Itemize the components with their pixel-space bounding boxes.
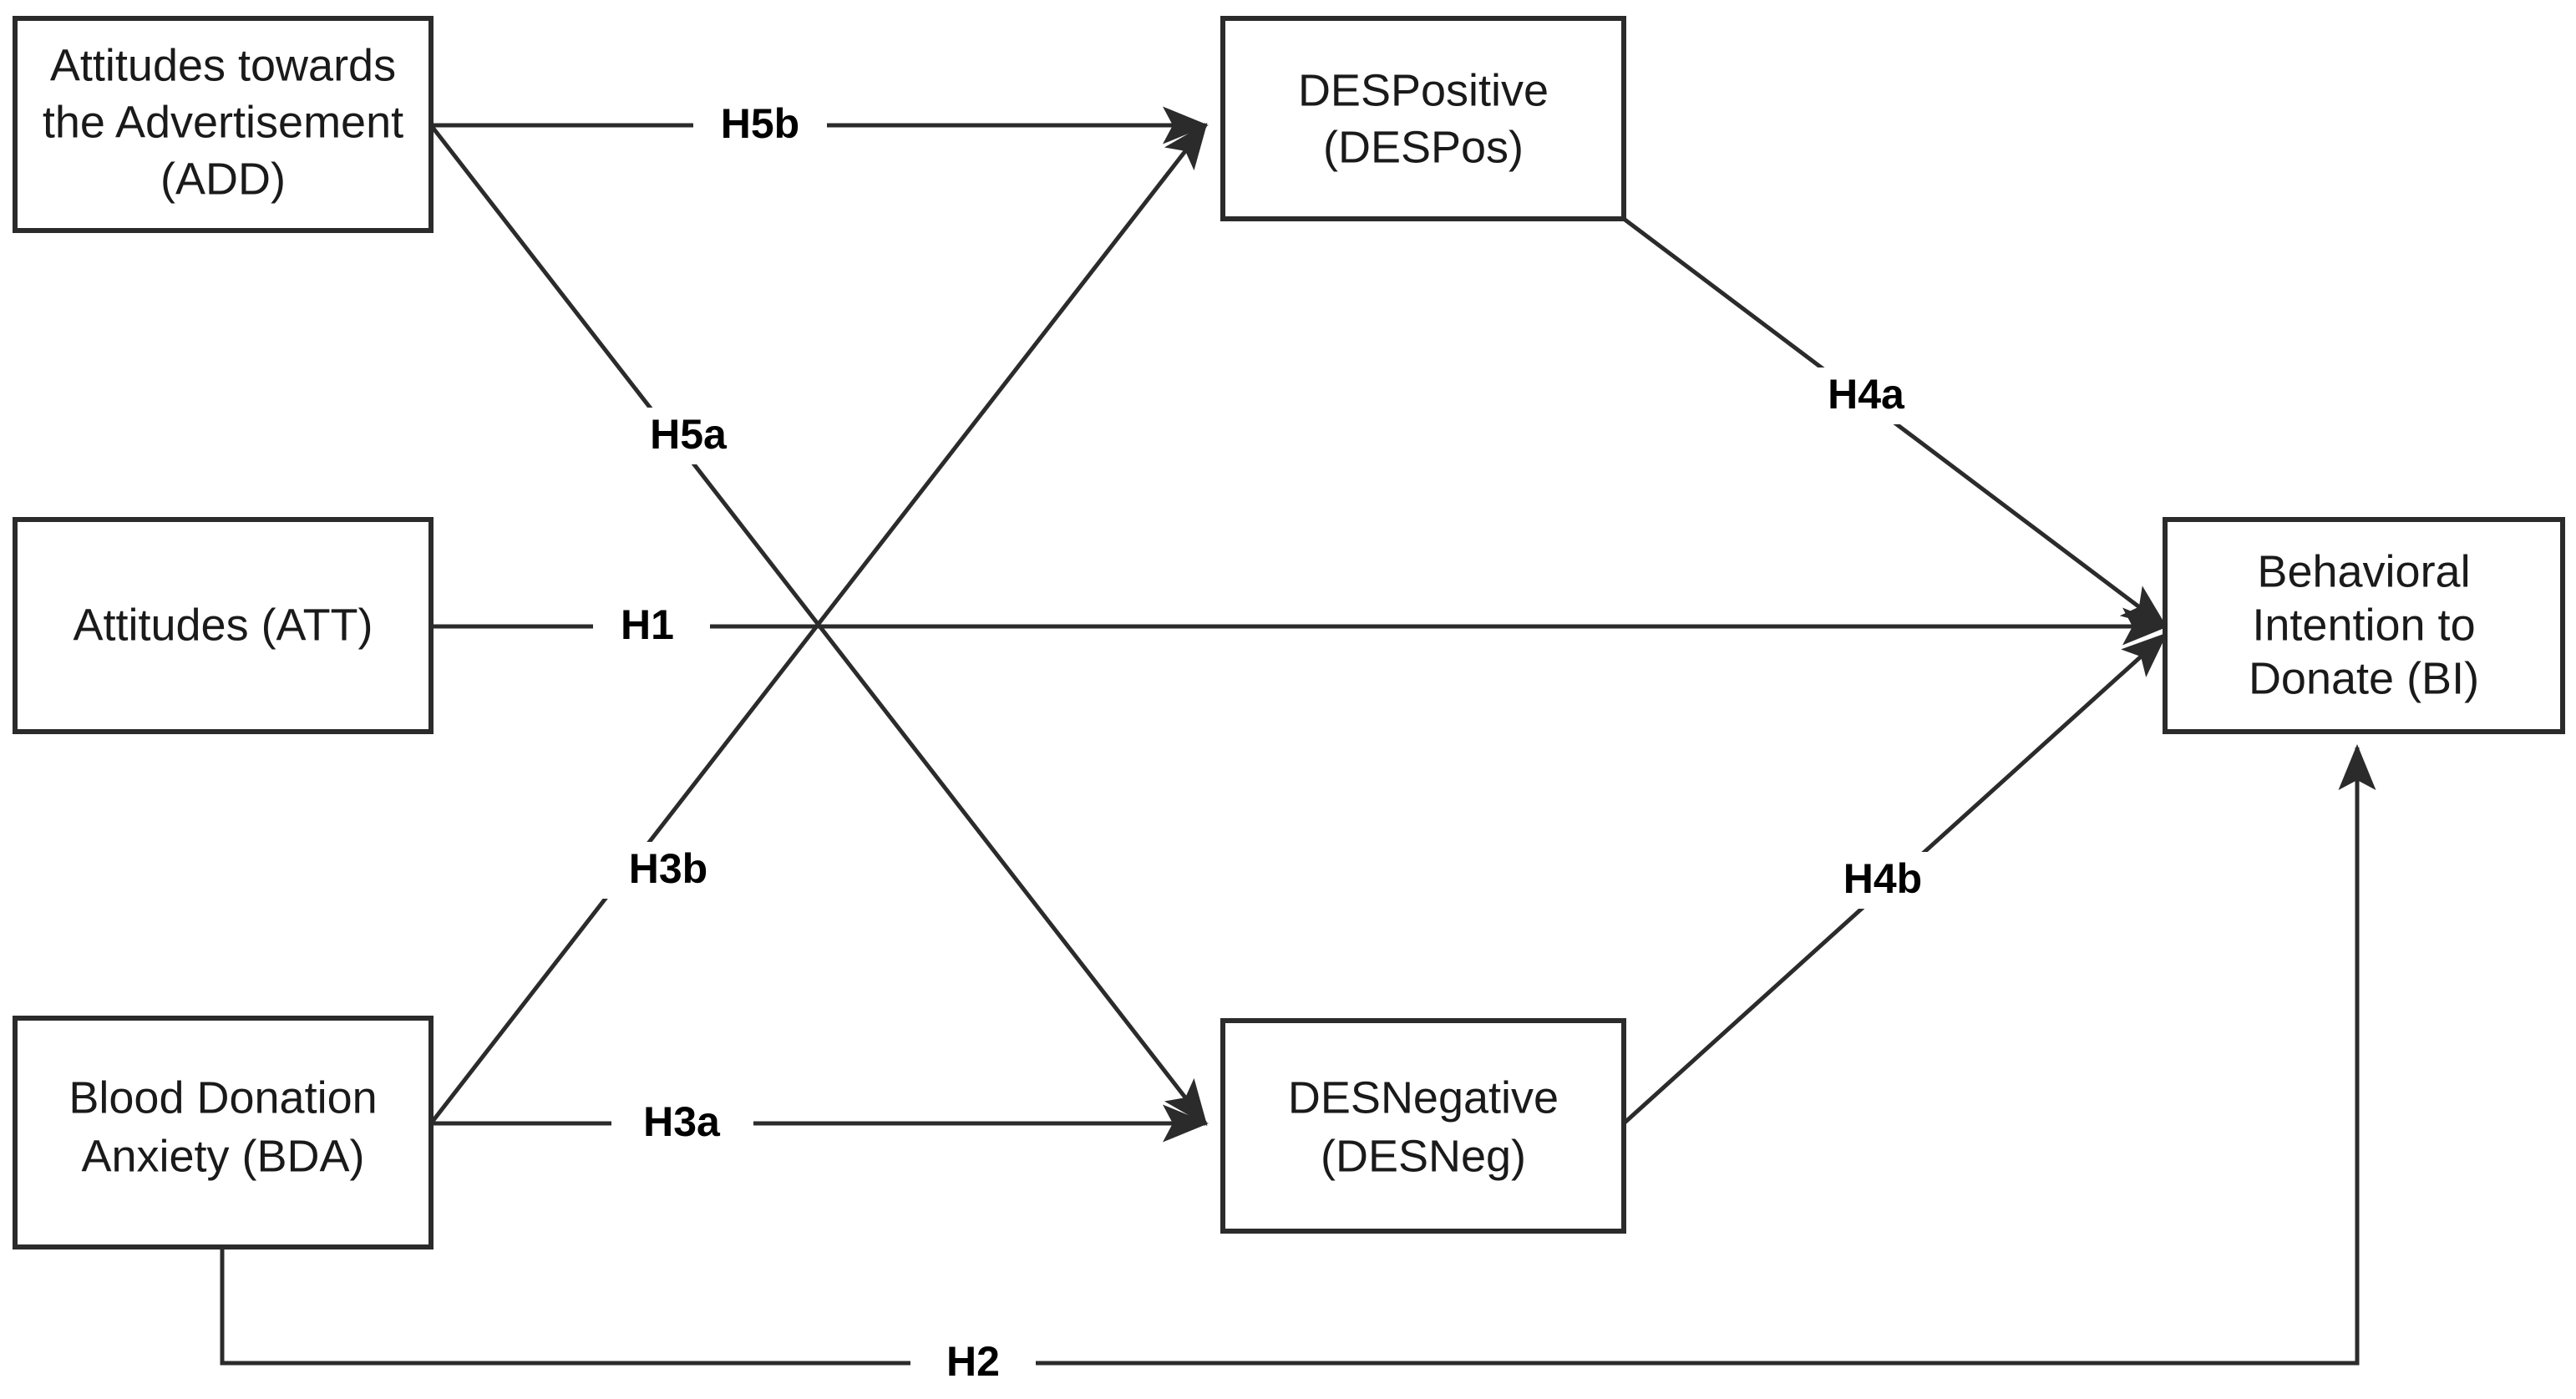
node-add-box[interactable] [13,16,434,233]
edge-h2-path [220,743,2376,1366]
edge-label-h3b: H3b [629,845,707,892]
edge-h3b-label-bg [598,842,740,899]
node-bda-line-1: Blood Donation [68,1072,377,1123]
node-despos-box[interactable] [1220,16,1626,221]
edge-label-h4a: H4a [1828,371,1905,418]
edge-label-h1: H1 [621,601,674,648]
node-despos[interactable]: DESPositive (DESPos) [1220,16,1626,221]
edge-h1: H1 [431,600,2169,655]
edge-label-h3a: H3a [643,1098,721,1145]
node-att-line-1: Attitudes (ATT) [73,600,373,650]
node-desneg-line-2: (DESNeg) [1321,1131,1526,1181]
edge-h3a: H3a [431,1097,1209,1152]
node-desneg-box[interactable] [1220,1018,1626,1234]
node-desneg-line-1: DESNegative [1288,1072,1559,1123]
node-bi-line-1: Behavioral [2257,546,2470,596]
edge-h5b: H5b [431,99,1209,154]
edge-h2-label-bg [910,1336,1036,1391]
edge-h1-label-bg [593,600,710,655]
edge-h2: H2 [220,743,2376,1391]
node-add[interactable]: Attitudes towards the Advertisement (ADD… [13,16,434,233]
node-bi[interactable]: Behavioral Intention to Donate (BI) [2163,517,2565,734]
node-despos-line-2: (DESPos) [1323,122,1524,172]
node-bi-box[interactable] [2163,517,2565,734]
edge-label-h2: H2 [946,1338,1000,1385]
edge-label-h4b: H4b [1843,855,1922,902]
edge-h3a-label-bg [611,1097,753,1152]
node-add-line-2: the Advertisement [43,97,403,147]
edge-h4a: H4a [1622,217,2168,629]
node-add-line-3: (ADD) [160,154,286,204]
edge-h5b-label-bg [693,99,827,154]
node-bda-line-2: Anxiety (BDA) [81,1131,364,1181]
node-bi-line-2: Intention to [2252,600,2475,650]
edge-h3b-line [429,122,1208,1125]
edge-h5a-label-bg [618,408,760,464]
node-add-line-1: Attitudes towards [50,40,396,90]
edge-h3b: H3b [429,122,1208,1125]
edge-h4a-label-bg [1796,367,1938,424]
edge-h4b: H4b [1622,632,2168,1125]
node-att[interactable]: Attitudes (ATT) [13,517,434,734]
node-despos-line-1: DESPositive [1298,65,1549,115]
node-bda-box[interactable] [13,1016,434,1249]
node-att-box[interactable] [13,517,434,734]
edge-h4b-label-bg [1811,852,1955,909]
edge-label-h5a: H5a [650,411,728,458]
node-bda[interactable]: Blood Donation Anxiety (BDA) [13,1016,434,1249]
node-bi-line-3: Donate (BI) [2249,653,2479,703]
edge-label-h5b: H5b [721,100,799,147]
node-desneg[interactable]: DESNegative (DESNeg) [1220,1018,1626,1234]
